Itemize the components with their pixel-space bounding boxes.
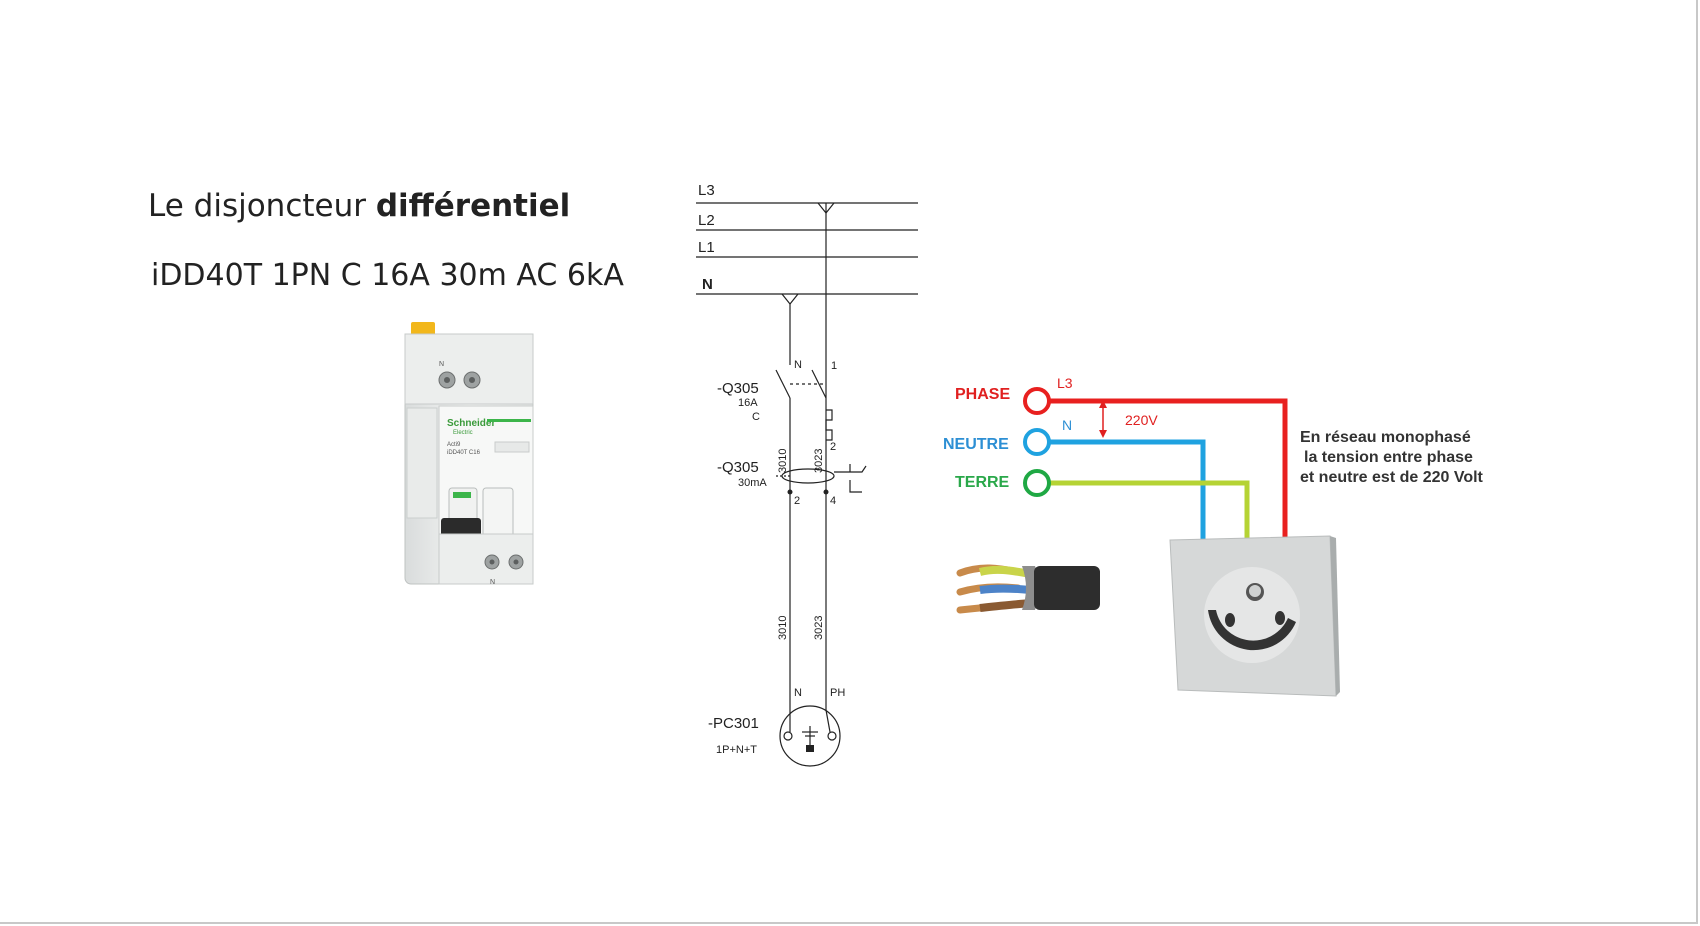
breaker-model: iDD40T C16 — [447, 450, 481, 456]
thermal-trip-symbol — [825, 409, 833, 441]
tap-mark — [789, 293, 799, 305]
socket-pin-ph — [827, 731, 837, 741]
wire-3010-upper: 3010 — [777, 449, 789, 473]
breaker-green-stripe — [487, 419, 531, 422]
tap-mark — [825, 202, 835, 214]
pole-n-label: N — [794, 359, 802, 371]
monophase-note: En réseau monophasé la tension entre pha… — [1300, 428, 1483, 488]
page-title: Le disjoncteur différentiel — [148, 188, 570, 224]
l3-label: L3 — [1057, 375, 1073, 391]
phase-wire — [1041, 398, 1288, 542]
pole-2-left-label: 2 — [794, 495, 800, 507]
breaker-top-block — [404, 333, 534, 405]
switch-contact-ph — [811, 369, 827, 399]
voltage-arrowhead-down — [1099, 430, 1107, 438]
handle-green-cap — [453, 492, 471, 498]
terminal-screw-center — [513, 559, 519, 565]
terminal-screw-center — [489, 559, 495, 565]
bus-label-l1: L1 — [698, 239, 715, 256]
q305-bottom-label: -Q305 — [717, 459, 759, 476]
socket-type-label: 1P+N+T — [716, 744, 757, 756]
pole-4-label: 4 — [830, 495, 836, 507]
socket-wiring-illustration: PHASE NEUTRE TERRE L3 N 220V — [943, 375, 1340, 697]
wire-3023-upper: 3023 — [813, 449, 825, 473]
earth-terminal — [806, 745, 814, 752]
n-label: N — [1062, 417, 1072, 433]
socket-ph-label: PH — [830, 687, 845, 699]
wire-3023-lower: 3023 — [813, 616, 825, 640]
breaker-label-plate — [494, 441, 530, 453]
title-prefix: Le disjoncteur — [148, 188, 376, 224]
q305-rating: 16A — [738, 397, 758, 409]
terminal-screw-center — [444, 377, 450, 383]
bus-label-l3: L3 — [698, 182, 715, 199]
voltage-label: 220V — [1125, 412, 1158, 428]
socket-n-label: N — [794, 687, 802, 699]
title-bold: différentiel — [375, 188, 571, 224]
tap-mark — [781, 293, 791, 305]
breaker-brand-sub: Electric — [453, 430, 473, 436]
junction-dot — [823, 489, 829, 495]
breaker-terminal-top: N — [439, 361, 444, 368]
note-line-2: la tension entre phase — [1304, 449, 1473, 466]
pole-x1-label: 1 — [831, 360, 837, 372]
breaker-illustration: N Schneider Electric Acti9 iDD40T C16 N — [404, 322, 534, 586]
breaker-terminal-bottom: N — [490, 579, 495, 586]
socket-circle — [779, 705, 841, 767]
bus-label-n: N — [702, 276, 713, 293]
q305-top-label: -Q305 — [717, 380, 759, 397]
electrical-schematic: L3 L2 L1 N -Q305 -Q305 16A C 30mA N 1 2 … — [696, 182, 918, 767]
neutre-label: NEUTRE — [943, 436, 1009, 453]
cable-icon — [956, 564, 1100, 614]
note-line-1: En réseau monophasé — [1300, 429, 1471, 446]
q305-curve: C — [752, 411, 760, 423]
socket-pin-n — [783, 731, 793, 741]
breaker-brand: Schneider — [447, 418, 495, 429]
terminal-screw-center — [469, 377, 475, 383]
test-circuit — [834, 464, 867, 493]
terre-terminal-icon — [1023, 469, 1051, 497]
tap-mark — [817, 202, 827, 214]
bus-label-l2: L2 — [698, 212, 715, 229]
socket-lead-ph — [825, 709, 831, 733]
neutre-terminal-icon — [1023, 428, 1051, 456]
wall-socket-icon — [1169, 535, 1340, 697]
note-line-3: et neutre est de 220 Volt — [1300, 469, 1483, 486]
breaker-side-panel — [406, 407, 438, 519]
socket-ref-label: -PC301 — [708, 715, 759, 732]
terre-wire — [1041, 480, 1250, 542]
neutre-wire — [1041, 439, 1206, 542]
wire-3010-lower: 3010 — [777, 616, 789, 640]
breaker-series: Acti9 — [447, 442, 461, 448]
phase-terminal-icon — [1023, 387, 1051, 415]
voltage-arrowhead-up — [1099, 400, 1107, 408]
phase-label: PHASE — [955, 386, 1010, 403]
switch-contact-n — [775, 369, 791, 399]
pole-2-right-label: 2 — [830, 441, 836, 453]
junction-dot — [787, 489, 793, 495]
page-subtitle: iDD40T 1PN C 16A 30m AC 6kA — [151, 258, 624, 293]
q305-sensitivity: 30mA — [738, 477, 767, 489]
terre-label: TERRE — [955, 474, 1010, 491]
